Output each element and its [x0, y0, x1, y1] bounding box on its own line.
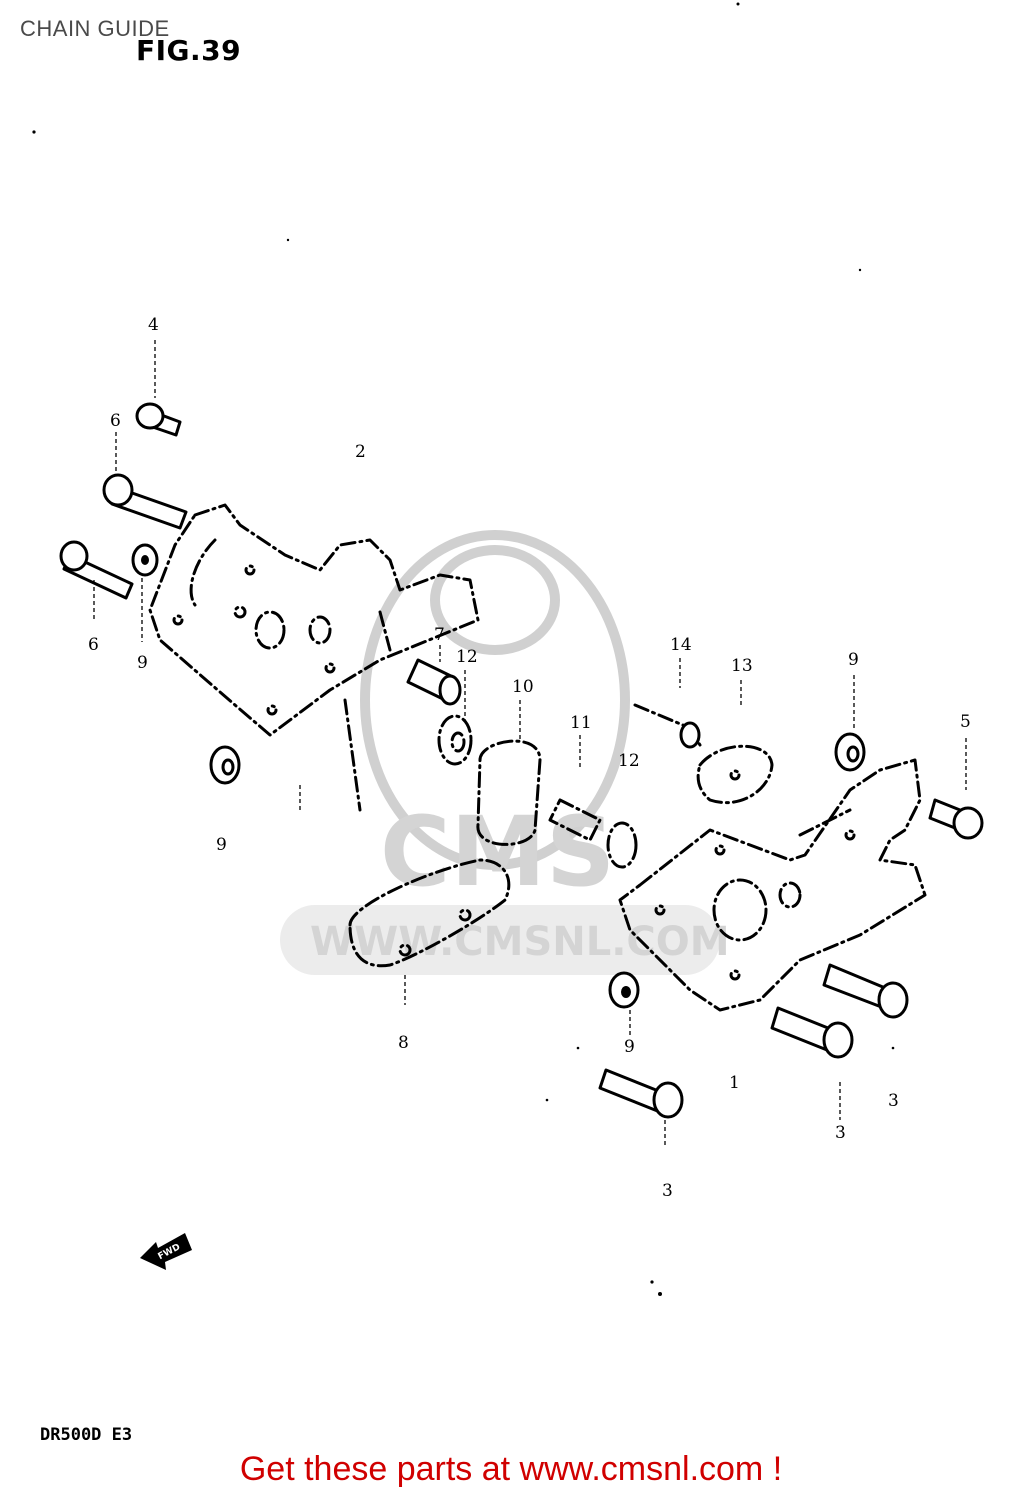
washer-part-9-lower-left — [209, 745, 241, 785]
callout-9-left: 9 — [137, 653, 148, 673]
bolt-part-3-middle — [770, 1006, 854, 1059]
callout-5: 5 — [960, 712, 971, 732]
footer-link[interactable]: Get these parts at www.cmsnl.com ! — [239, 1450, 783, 1488]
figure-number: FIG.39 — [136, 34, 242, 67]
washer-part-9-left — [131, 543, 159, 577]
callout-6-upper: 6 — [110, 411, 121, 431]
fwd-arrow: FWD — [140, 1233, 192, 1270]
bolt-part-6-lower — [59, 540, 134, 600]
callout-9-right: 9 — [848, 650, 859, 670]
bolt-part-3-bottom — [598, 1068, 684, 1119]
watermark-url: WWW.CMSNL.COM — [310, 919, 730, 965]
callout-6-lower: 6 — [88, 635, 99, 655]
spacer-part-12 — [437, 714, 473, 766]
callout-13: 13 — [731, 656, 753, 676]
callout-3-bottom: 3 — [662, 1181, 673, 1201]
page-title: CHAIN GUIDE — [20, 16, 170, 41]
bolt-part-5 — [928, 798, 984, 840]
callout-8: 8 — [398, 1033, 409, 1053]
watermark-logo-text: CMS — [380, 796, 615, 908]
callouts: 4 6 2 6 9 7 12 10 14 13 9 5 11 12 9 8 9 … — [88, 315, 971, 1201]
scan-specks — [32, 2, 895, 1296]
callout-11: 11 — [570, 713, 592, 733]
callout-4: 4 — [148, 315, 159, 335]
part-8-chain-guide-slider — [348, 858, 511, 968]
watermark-logo: CMS WWW.CMSNL.COM — [280, 530, 730, 975]
callout-14: 14 — [670, 635, 692, 655]
part-1-chain-guide-bracket — [618, 758, 927, 1012]
cover-part-13 — [696, 744, 774, 805]
collar-part-7 — [406, 658, 462, 706]
bolt-part-6-upper — [102, 473, 188, 530]
callout-2: 2 — [355, 442, 366, 462]
callout-3-right: 3 — [888, 1091, 899, 1111]
washer-part-9-bottom — [608, 971, 640, 1009]
callout-12-middle: 12 — [618, 751, 640, 771]
bolt-part-4 — [135, 402, 182, 437]
callout-9-lower-left: 9 — [216, 835, 227, 855]
callout-1: 1 — [729, 1073, 740, 1093]
callout-7: 7 — [434, 625, 445, 645]
leader-lines — [93, 340, 967, 1148]
bolt-part-14 — [633, 703, 702, 749]
part-2-chain-guide-bracket — [148, 503, 480, 812]
callout-12: 12 — [456, 647, 478, 667]
callout-10: 10 — [512, 677, 534, 697]
callout-9-bottom: 9 — [624, 1037, 635, 1057]
washer-part-9-right — [834, 732, 866, 772]
washer-part-11 — [548, 798, 638, 869]
model-code: DR500D E3 — [40, 1425, 133, 1445]
bolt-part-3-right — [822, 963, 909, 1019]
roller-part-10 — [476, 739, 542, 846]
callout-3-middle: 3 — [835, 1123, 846, 1143]
